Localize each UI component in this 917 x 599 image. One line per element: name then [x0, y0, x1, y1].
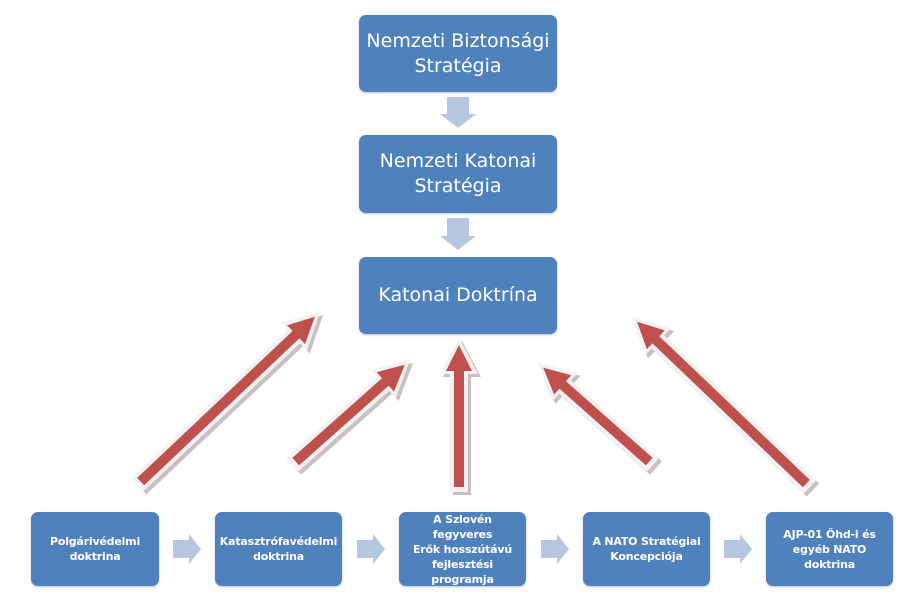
box-nemzeti-katonai-strategia: Nemzeti Katonai Stratégia [359, 135, 557, 213]
box-polgarivedelmi-doktrina: Polgárivédelmi doktrina [31, 512, 159, 586]
box-label: A NATO Stratégiai Koncepciója [592, 535, 701, 563]
box-label: Nemzeti Biztonsági Stratégia [366, 29, 550, 77]
influence-arrow-icon [440, 338, 481, 495]
influence-arrow-icon [538, 363, 662, 475]
flow-arrows [173, 97, 752, 564]
box-katonai-doktrina: Katonai Doktrína [359, 257, 557, 334]
right-arrow-icon [173, 534, 201, 564]
box-label: AJP-01 Öhd-i és egyéb NATO doktrina [783, 527, 876, 571]
box-szloven-fegyveres-erok-program: A Szlovén fegyveres Erők hosszútávú fejl… [399, 512, 526, 586]
influence-arrow-icon [286, 360, 413, 475]
right-arrow-icon [724, 534, 752, 564]
right-arrow-icon [357, 534, 385, 564]
box-nato-strategiai-koncepcio: A NATO Stratégiai Koncepciója [583, 512, 710, 586]
influence-arrow-icon [130, 312, 323, 495]
box-label: Katonai Doktrína [378, 284, 538, 306]
box-label: Nemzeti Katonai Stratégia [379, 150, 537, 197]
box-label: Katasztrófavédelmi doktrina [219, 535, 338, 563]
influence-arrow-icon [632, 317, 820, 497]
box-nemzeti-biztonsagi-strategia: Nemzeti Biztonsági Stratégia [359, 15, 557, 92]
box-katasztrofavedelmi-doktrina: Katasztrófavédelmi doktrina [215, 512, 342, 586]
box-ajp-01-nato-doktrina: AJP-01 Öhd-i és egyéb NATO doktrina [766, 512, 893, 586]
box-label: Polgárivédelmi doktrina [49, 535, 141, 563]
box-label: A Szlovén fegyveres Erők hosszútávú fejl… [412, 512, 513, 586]
influence-arrows [130, 312, 820, 497]
down-arrow-icon [440, 97, 476, 128]
right-arrow-icon [541, 534, 569, 564]
down-arrow-icon [440, 218, 476, 250]
